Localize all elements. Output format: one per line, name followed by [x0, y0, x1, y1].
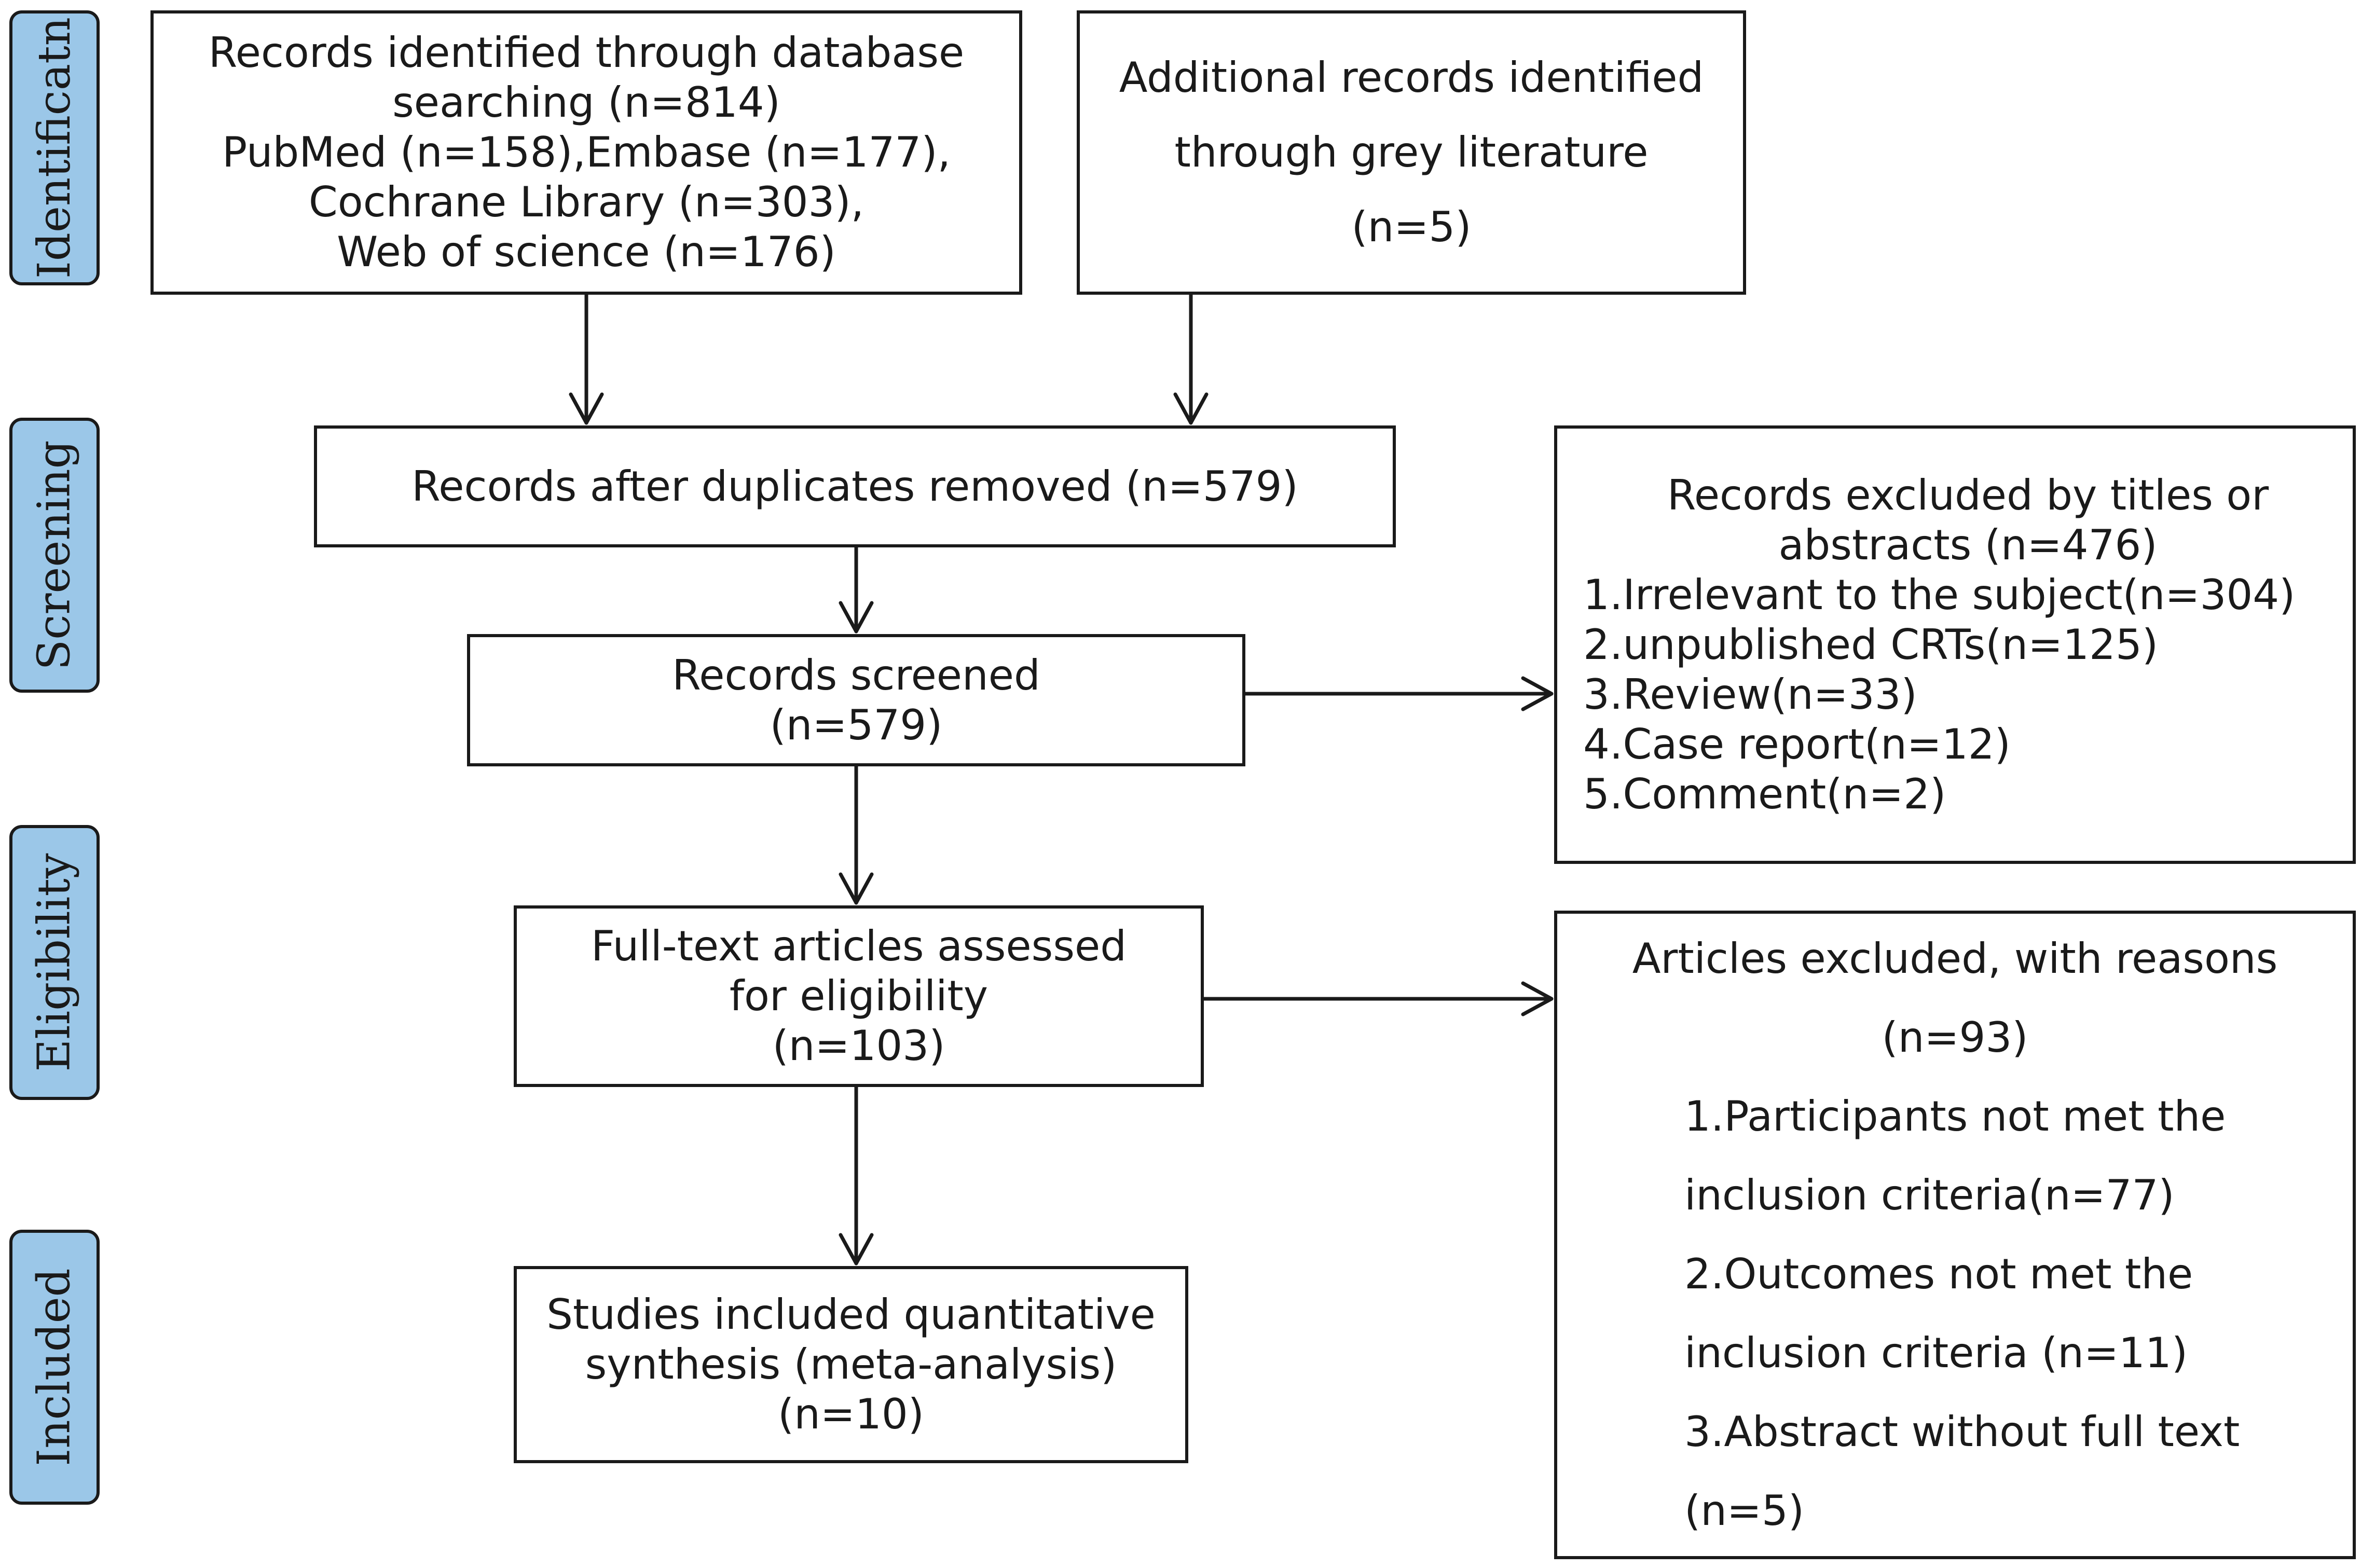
box-line: (n=103)	[772, 1022, 945, 1070]
box-line: Records after duplicates removed (n=579)	[411, 462, 1298, 511]
box-line: Full-text articles assessed	[591, 922, 1127, 970]
box-line: Cochrane Library (n=303),	[308, 178, 864, 226]
grey-literature-box: Additional records identified through gr…	[1077, 10, 1746, 295]
arrow-duplicates-to-screened	[839, 545, 874, 634]
stage-tab-screening: Screening	[9, 418, 100, 693]
box-line: Additional records identified	[1119, 53, 1704, 102]
database-search-box: Records identified through database sear…	[150, 10, 1022, 295]
arrow-fulltext-to-included	[839, 1085, 874, 1266]
arrow-fulltext-to-excluded-articles	[1202, 981, 1554, 1016]
box-line: 1.Participants not met the	[1684, 1092, 2226, 1140]
duplicates-removed-box: Records after duplicates removed (n=579)	[314, 425, 1396, 547]
box-line: searching (n=814)	[392, 78, 780, 127]
box-line: (n=579)	[770, 700, 943, 749]
box-line: Web of science (n=176)	[337, 228, 836, 276]
box-line: (n=93)	[1882, 1013, 2028, 1062]
included-studies-box: Studies included quantitative synthesis …	[514, 1266, 1188, 1463]
stage-tab-identification: Identificatn	[9, 10, 100, 285]
box-line: (n=5)	[1684, 1487, 1805, 1535]
box-line: through grey literature	[1174, 128, 1649, 176]
box-line: Studies included quantitative	[546, 1290, 1156, 1339]
arrow-grey-to-duplicates	[1173, 293, 1209, 425]
box-line: 2.Outcomes not met the	[1684, 1250, 2193, 1298]
box-line: (n=10)	[778, 1390, 924, 1438]
box-line: 2.unpublished CRTs(n=125)	[1583, 620, 2159, 669]
box-line: (n=5)	[1351, 203, 1472, 251]
box-line: abstracts (n=476)	[1778, 520, 2158, 569]
box-line: inclusion criteria (n=11)	[1684, 1329, 2188, 1377]
arrow-screened-to-excluded	[1243, 676, 1554, 711]
box-line: for eligibility	[729, 972, 989, 1020]
arrow-screened-to-fulltext	[839, 764, 874, 905]
box-line: synthesis (meta-analysis)	[585, 1340, 1117, 1388]
excluded-articles-box: Articles excluded, with reasons (n=93) 1…	[1554, 911, 2356, 1559]
stage-tab-included: Included	[9, 1230, 100, 1505]
box-line: 3.Abstract without full text	[1684, 1408, 2240, 1456]
box-line: inclusion criteria(n=77)	[1684, 1171, 2175, 1219]
box-line: 4.Case report(n=12)	[1583, 720, 2011, 768]
arrow-database-to-duplicates	[569, 293, 604, 425]
box-line: 1.Irrelevant to the subject(n=304)	[1583, 570, 2296, 619]
box-line: Records excluded by titles or	[1667, 471, 2269, 519]
stage-tab-eligibility: Eligibility	[9, 825, 100, 1100]
box-line: PubMed (n=158),Embase (n=177),	[222, 128, 951, 176]
box-line: Records screened	[672, 651, 1040, 699]
box-line: 3.Review(n=33)	[1583, 670, 1917, 719]
box-line: 5.Comment(n=2)	[1583, 769, 1946, 818]
excluded-titles-box: Records excluded by titles or abstracts …	[1554, 425, 2356, 864]
box-line: Records identified through database	[208, 29, 965, 77]
box-line: Articles excluded, with reasons	[1632, 934, 2278, 983]
full-text-box: Full-text articles assessed for eligibil…	[514, 905, 1204, 1087]
